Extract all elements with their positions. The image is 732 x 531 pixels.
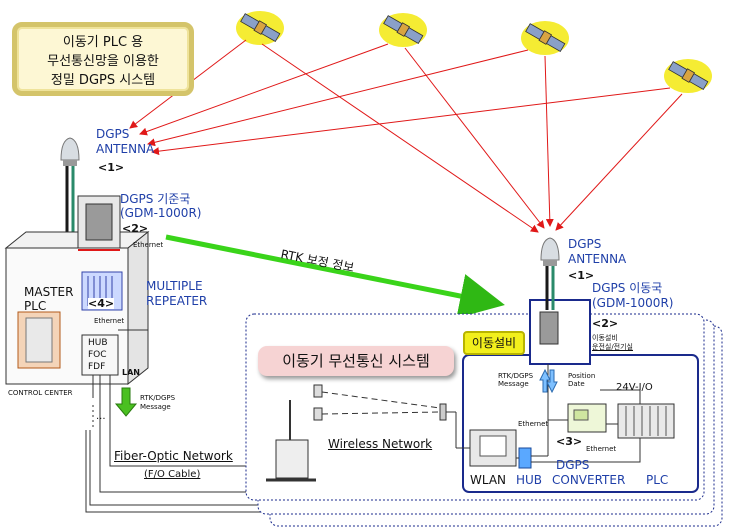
ethernet-label: Ethernet xyxy=(518,420,549,428)
lan-label: LAN xyxy=(122,368,140,377)
master-plc-label: PLC xyxy=(24,299,47,313)
fiber-optic-network-label: Fiber-Optic Network xyxy=(114,449,233,463)
base-station-label: (GDM-1000R) xyxy=(120,206,202,220)
tag-label: <4> xyxy=(88,297,115,310)
down-arrow-icon xyxy=(114,387,138,417)
rtk-dgps-message-label: Message xyxy=(498,380,529,388)
dots-label: ... xyxy=(96,411,106,422)
dgps-antenna-label: ANTENNA xyxy=(568,252,627,266)
ethernet-label: Ethernet xyxy=(94,317,125,325)
base-station-label: DGPS 기준국 xyxy=(120,192,191,206)
mobile-equipment-badge: 이동설비 xyxy=(463,331,525,355)
hub-stack-label: FDF xyxy=(88,362,106,372)
control-center-label: CONTROL CENTER xyxy=(8,389,73,397)
mobile-wireless-system-label: 이동기 무선통신 시스템 xyxy=(258,346,454,376)
antenna-icon xyxy=(540,237,560,267)
hub-label: HUB xyxy=(516,473,543,487)
mobile-station-label: (GDM-1000R) xyxy=(592,296,674,310)
satellite-icon xyxy=(520,20,570,56)
ethernet-label: Ethernet xyxy=(586,445,617,453)
fo-cable-label: (F/O Cable) xyxy=(144,469,201,480)
operator-room-label: 운전실/전기실 xyxy=(592,343,633,351)
tag-label: <2> xyxy=(122,222,149,235)
mobile-station-label: DGPS 이동국 xyxy=(592,281,663,295)
ethernet-label: Ethernet xyxy=(133,241,164,249)
wireless-network-label: Wireless Network xyxy=(328,437,433,451)
satellite-icon xyxy=(378,12,428,48)
tag-label: <2> xyxy=(592,317,619,330)
rtk-dgps-message-label: RTK/DGPS xyxy=(498,372,534,380)
operator-room-label: 이동설비 xyxy=(592,334,618,342)
rtk-dgps-message-label: RTK/DGPS xyxy=(140,394,176,402)
master-plc-label: MASTER xyxy=(24,285,74,299)
tag-label: <1> xyxy=(98,161,125,174)
multiple-repeater-label: MULTIPLE xyxy=(146,279,203,293)
dgps-converter-label: CONVERTER xyxy=(552,473,626,487)
tag-label: <1> xyxy=(568,269,595,282)
dgps-converter-label: DGPS xyxy=(556,458,590,472)
voltage-label: 24V-I/O xyxy=(616,382,653,393)
title-line: 정밀 DGPS 시스템 xyxy=(50,73,156,88)
title-line: 이동기 PLC 용 xyxy=(62,35,144,50)
tag-label: <3> xyxy=(556,435,583,448)
up-down-arrows-icon xyxy=(539,368,558,394)
satellite-icon xyxy=(235,10,285,46)
dgps-antenna-label: DGPS xyxy=(96,127,130,141)
plc-label: PLC xyxy=(646,473,669,487)
title-box: 이동기 PLC 용 무선통신망을 이용한 정밀 DGPS 시스템 xyxy=(12,22,194,96)
title-line: 무선통신망을 이용한 xyxy=(47,54,159,69)
hub-stack-label: HUB xyxy=(88,338,108,348)
rtk-arrow xyxy=(165,234,505,319)
antenna-icon xyxy=(60,137,80,167)
dgps-antenna-label: DGPS xyxy=(568,237,602,251)
satellite-signals-left xyxy=(129,39,671,156)
rtk-dgps-message-label: Message xyxy=(140,403,171,411)
position-date-label: Position xyxy=(568,372,596,380)
position-date-label: Date xyxy=(568,380,585,388)
satellite-signals-right xyxy=(261,43,683,233)
wlan-label: WLAN xyxy=(470,473,507,487)
multiple-repeater-label: REPEATER xyxy=(146,294,208,308)
satellite-icon xyxy=(663,58,713,94)
hub-stack-label: FOC xyxy=(88,350,107,360)
dgps-antenna-label: ANTENNA xyxy=(96,142,155,156)
